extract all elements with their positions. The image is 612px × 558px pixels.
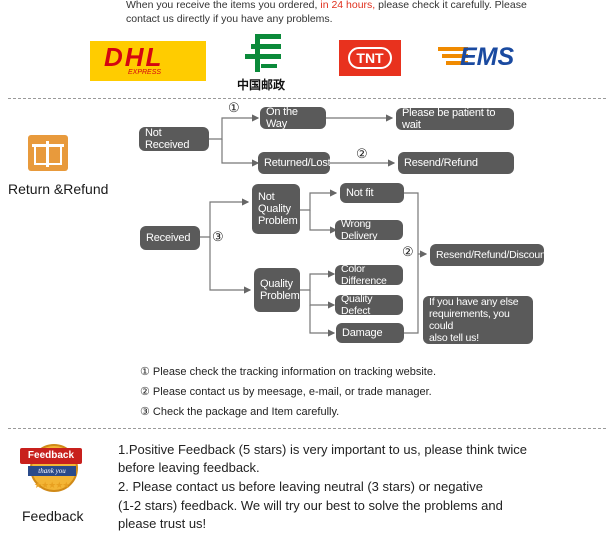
not-quality-line-3: Problem: [258, 215, 298, 227]
badge-stars-icon: ★★★★★: [34, 480, 70, 490]
marker-1: ①: [228, 100, 240, 115]
tnt-logo-text: TNT: [348, 47, 392, 69]
not-quality-problem-box: Not Quality Problem: [252, 184, 300, 234]
received-box: Received: [140, 226, 200, 250]
not-quality-line-2: Quality: [258, 203, 291, 215]
badge-sub-text: thank you: [28, 466, 76, 476]
marker-2-bottom: ②: [402, 244, 414, 259]
not-quality-line-1: Not: [258, 191, 275, 203]
not-fit-box: Not fit: [340, 183, 404, 203]
intro-line-1-end: please check it carefully. Please: [375, 0, 527, 11]
marker-2-top: ②: [356, 146, 368, 161]
feedback-badge-icon: Feedback thank you ★★★★★: [20, 442, 82, 500]
feedback-label: Feedback: [22, 508, 84, 524]
quality-defect-box: Quality Defect: [335, 293, 403, 317]
return-refund-label: Return &Refund: [8, 181, 109, 197]
resend-refund-discount-box: Resend/Refund/Discount: [430, 244, 549, 266]
feedback-line-1: 1.Positive Feedback (5 stars) is very im…: [118, 442, 527, 457]
quality-problem-line-1: Quality: [260, 278, 293, 290]
other-req-line-1: If you have any else: [429, 296, 519, 308]
dhl-logo-text: DHL: [104, 42, 164, 72]
quality-problem-line-2: Problem: [260, 290, 300, 302]
other-req-line-2: requirements, you could: [429, 308, 510, 332]
note-3: ③ Check the package and Item carefully.: [140, 406, 340, 418]
feedback-line-5: please trust us!: [118, 516, 207, 531]
intro-text: When you receive the items you ordered, …: [126, 0, 596, 26]
other-req-line-3: also tell us!: [429, 332, 479, 344]
feedback-line-2: before leaving feedback.: [118, 460, 260, 475]
china-post-text: 中国邮政: [237, 78, 286, 92]
not-received-box: Not Received: [139, 127, 209, 151]
feedback-line-4: (1-2 stars) feedback. We will try our be…: [118, 498, 503, 513]
ems-wing-icon: [438, 47, 468, 65]
on-the-way-box: On the Way: [260, 106, 326, 130]
quality-problem-box: Quality Problem: [254, 268, 300, 312]
color-difference-box: Color Difference: [335, 263, 403, 287]
damage-box: Damage: [336, 323, 404, 343]
intro-highlight: in 24 hours,: [317, 0, 376, 11]
return-refund-gift-icon: [28, 135, 68, 171]
separator-top: [8, 98, 606, 99]
resend-refund-box: Resend/Refund: [398, 152, 514, 174]
other-requirements-box: If you have any else requirements, you c…: [423, 296, 533, 344]
china-post-emblem-icon: [245, 34, 281, 72]
feedback-line-3: 2. Please contact us before leaving neut…: [118, 479, 483, 494]
ems-logo-text: EMS: [460, 43, 515, 71]
note-1: ① Please check the tracking information …: [140, 366, 437, 378]
separator-bottom: [8, 428, 606, 429]
china-post-logo: 中国邮政: [235, 30, 295, 92]
flow-connectors: [200, 114, 428, 337]
wrong-delivery-box: Wrong Delivery: [335, 218, 403, 242]
returned-lost-box: Returned/Lost: [258, 152, 331, 174]
intro-line-2: contact us directly if you have any prob…: [126, 13, 333, 25]
tnt-logo: TNT: [339, 40, 401, 76]
note-2: ② Please contact us by meesage, e-mail, …: [140, 386, 432, 398]
dhl-logo: DHL EXPRESS: [90, 41, 206, 81]
badge-ribbon-text: Feedback: [20, 448, 82, 464]
marker-3: ③: [212, 229, 224, 244]
dhl-logo-subtext: EXPRESS: [128, 69, 162, 76]
ems-logo: EMS: [434, 42, 520, 76]
intro-line-1: When you receive the items you ordered,: [126, 0, 318, 11]
be-patient-box: Please be patient to wait: [396, 107, 514, 131]
